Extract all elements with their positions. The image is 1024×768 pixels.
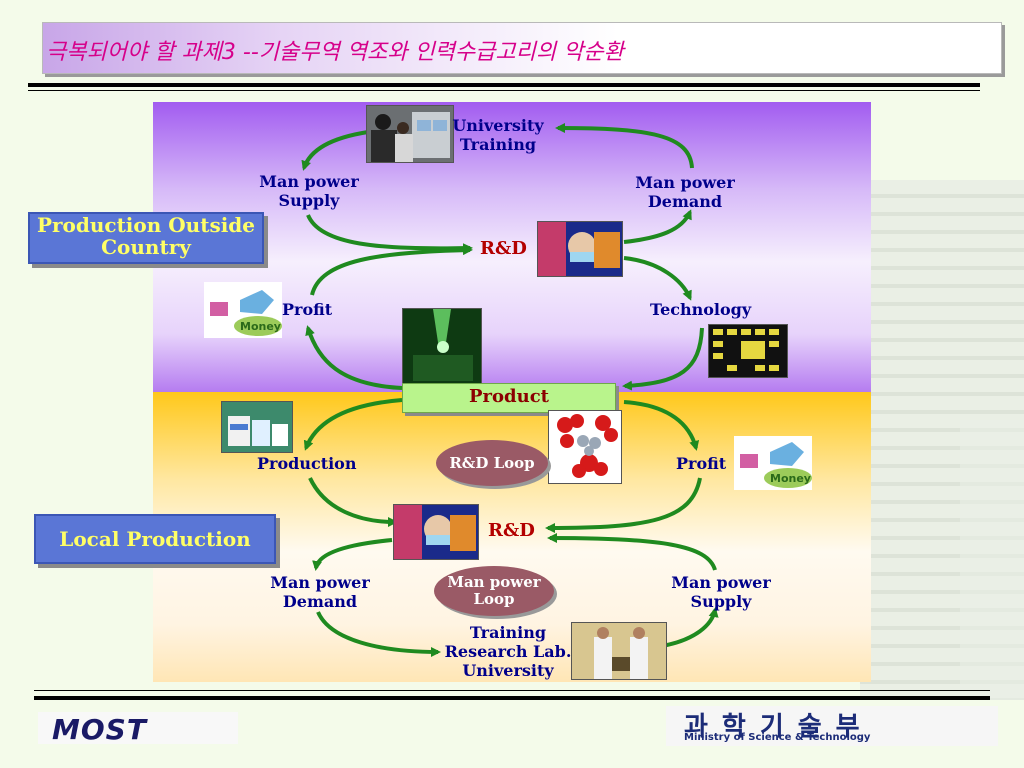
molecule-image [548, 410, 622, 484]
ministry-korean-name: 과학기술부 [684, 712, 874, 742]
arrow-product-to-production [303, 398, 403, 451]
arrow-product-to-profit [305, 325, 403, 390]
arrow-product-to-profit-b [623, 400, 700, 451]
label-training-research-lab-university: Training Research Lab. University [444, 623, 572, 680]
man-power-loop-oval: Man power Loop [434, 566, 554, 616]
box-production-outside-country: Production Outside Country [28, 212, 264, 264]
arrow-profit-to-rd [310, 245, 473, 296]
money-label: Money [240, 320, 281, 333]
label-production: Production [257, 454, 357, 473]
arrow-mpsupply-to-rd [306, 214, 473, 254]
title-rule-thin [28, 90, 980, 91]
label-technology: Technology [650, 300, 752, 319]
footer-rule-thin [34, 690, 990, 691]
researcher-photo [537, 221, 623, 277]
arrow-mpdemand-to-univ [555, 123, 694, 169]
label-rd-bottom: R&D [488, 520, 535, 541]
arrow-tech-to-product [622, 327, 704, 391]
arrow-univ-to-mpsupply [301, 130, 369, 171]
rd-loop-oval: R&D Loop [436, 440, 548, 486]
arrow-mpdemand-to-training [316, 611, 441, 657]
box-local-production: Local Production [34, 514, 276, 564]
ministry-logo [666, 706, 998, 746]
money-watering-can-icon-bottom: Money [734, 436, 812, 490]
money-label-bottom: Money [770, 472, 811, 485]
label-man-power-supply-bottom: Man power Supply [671, 573, 771, 611]
slide-title: 극복되어야 할 과제3 --기술무역 역조와 인력수급고리의 악순환 [46, 40, 624, 65]
circuit-chip-image [708, 324, 788, 378]
researcher-photo-bottom [393, 504, 479, 560]
footer-rule-thick [34, 696, 990, 700]
money-watering-can-icon: Money [204, 282, 282, 338]
label-man-power-demand-top: Man power Demand [635, 173, 735, 211]
label-training: Training [459, 135, 537, 154]
ministry-english-name: Ministry of Science & Technology [684, 732, 871, 743]
label-man-power-demand-bottom: Man power Demand [270, 573, 370, 611]
most-logo [38, 712, 238, 744]
label-university: University [452, 116, 544, 135]
arrow-profit-to-rd-b [545, 477, 702, 533]
label-rd-top: R&D [480, 238, 527, 259]
most-logo-text: MOST [52, 713, 147, 746]
label-profit-bottom: Profit [676, 454, 727, 473]
arrow-rd-to-mpdemand [623, 209, 692, 244]
lab-scientists-photo [571, 622, 667, 680]
arrow-training-to-mpsupply [661, 607, 719, 648]
arrow-rd-to-mpdemand-b [312, 538, 393, 571]
title-rule-thick [28, 83, 980, 87]
laser-tech-photo [402, 308, 482, 386]
background-building-image-lower [960, 420, 1024, 700]
label-profit-top: Profit [282, 300, 333, 319]
arrow-rd-to-technology [623, 256, 692, 301]
label-man-power-supply-top: Man power Supply [259, 172, 359, 210]
label-university-training: University Training [450, 116, 546, 154]
classroom-photo [366, 105, 454, 163]
arrow-production-to-rd [308, 477, 398, 527]
title-bar [42, 22, 1002, 74]
medicine-products-photo [221, 401, 293, 453]
arrow-mpsupply-to-rd-b [547, 533, 717, 571]
product-box: Product [402, 383, 616, 413]
